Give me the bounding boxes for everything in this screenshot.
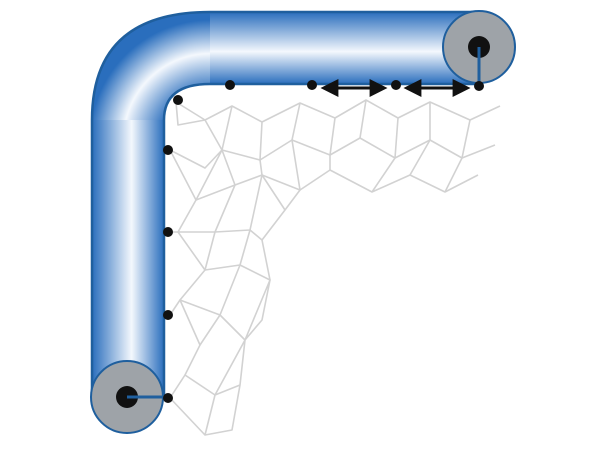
frame-tube: [90, 10, 482, 396]
attachment-point: [163, 393, 173, 403]
bottom-end-cap: [90, 360, 167, 434]
tube-horizontal-section: [210, 12, 482, 84]
attachment-point: [225, 80, 235, 90]
attachment-point: [474, 81, 484, 91]
top-end-cap: [442, 10, 516, 86]
tube-outline: [90, 10, 482, 396]
attachment-point: [391, 80, 401, 90]
attachment-point: [173, 95, 183, 105]
attachment-point: [307, 80, 317, 90]
attachment-points: [163, 80, 484, 403]
attachment-point: [163, 227, 173, 237]
tube-corner-bend: [92, 12, 210, 120]
tube-vertical-section: [92, 120, 164, 396]
net-mesh: [168, 99, 501, 436]
attachment-point: [163, 145, 173, 155]
attachment-point: [163, 310, 173, 320]
